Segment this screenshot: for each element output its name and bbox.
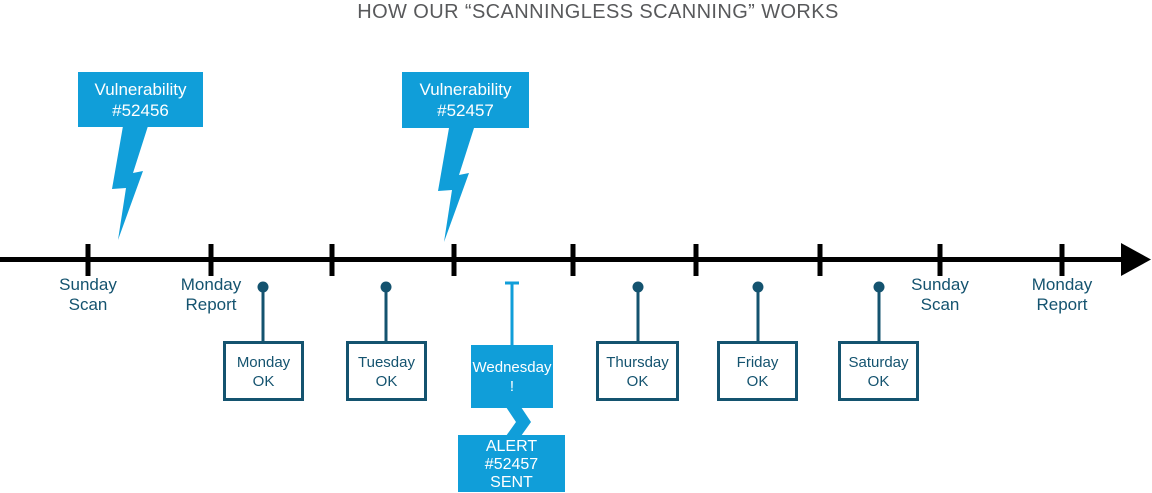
tick-mark <box>693 244 699 276</box>
day-status: OK <box>375 373 398 390</box>
tick-mark <box>570 244 576 276</box>
tick-mark <box>85 244 91 276</box>
alert-sent-box: ALERT #52457 SENT <box>458 435 565 492</box>
day-box-monday: Monday OK <box>223 341 304 401</box>
label-line: Scan <box>68 295 108 314</box>
tick-mark <box>817 244 823 276</box>
day-name: Tuesday <box>358 354 415 371</box>
day-box-tuesday: Tuesday OK <box>346 341 427 401</box>
vulnerability-callout-52456: Vulnerability #52456 <box>78 72 203 127</box>
tick-mark <box>451 244 457 276</box>
day-status: OK <box>252 373 275 390</box>
flag-pole-icon <box>505 281 519 345</box>
dot-icon <box>632 281 644 293</box>
day-name: Friday <box>736 354 779 371</box>
label-line: Sunday <box>59 275 117 294</box>
day-name: Monday <box>236 354 291 371</box>
label-line: Monday <box>180 275 242 294</box>
label-line: Sunday <box>911 275 969 294</box>
tick-mark <box>1059 244 1065 276</box>
vulnerability-id: #52456 <box>112 101 169 120</box>
label-line: Scan <box>920 295 960 314</box>
chevron-connector <box>506 407 531 436</box>
vulnerability-id: #52457 <box>437 101 494 120</box>
day-box-thursday: Thursday OK <box>596 341 679 401</box>
day-name: Thursday <box>606 354 669 371</box>
diagram-title: HOW OUR “SCANNINGLESS SCANNING” WORKS <box>357 1 839 23</box>
day-status: OK <box>626 373 649 390</box>
timeline-label-monday-report-2: Monday Report <box>1002 275 1122 315</box>
day-box-wednesday-alert: Wednesday ! <box>471 345 553 408</box>
dot-icon <box>380 281 392 293</box>
timeline-axis <box>0 257 1126 262</box>
arrow-right-icon <box>1121 243 1151 276</box>
dot-icon <box>257 281 269 293</box>
dot-icon <box>752 281 764 293</box>
vulnerability-label: Vulnerability <box>419 80 512 99</box>
lightning-bolt-icon <box>438 128 474 242</box>
day-box-saturday: Saturday OK <box>838 341 919 401</box>
alert-line: ALERT <box>485 438 538 455</box>
timeline-label-sunday-scan-2: Sunday Scan <box>880 275 1000 315</box>
timeline-label-monday-report-1: Monday Report <box>151 275 271 315</box>
label-line: Monday <box>1031 275 1093 294</box>
tick-mark <box>937 244 943 276</box>
tick-mark <box>208 244 214 276</box>
vulnerability-callout-52457: Vulnerability #52457 <box>402 72 529 128</box>
day-marker-stems <box>257 281 885 341</box>
tick-mark <box>329 244 335 276</box>
day-status: OK <box>746 373 769 390</box>
day-name: Saturday <box>848 354 909 371</box>
alert-id: #52457 <box>484 456 539 473</box>
day-box-friday: Friday OK <box>717 341 798 401</box>
day-status: OK <box>867 373 890 390</box>
timeline-ticks <box>85 244 1065 276</box>
lightning-bolt-icon <box>112 126 148 240</box>
timeline-label-sunday-scan-1: Sunday Scan <box>28 275 148 315</box>
day-name: Wednesday <box>472 359 552 376</box>
label-line: Report <box>1036 295 1088 314</box>
dot-icon <box>873 281 885 293</box>
label-line: Report <box>185 295 237 314</box>
vulnerability-label: Vulnerability <box>94 80 187 99</box>
alert-line: SENT <box>490 474 533 491</box>
day-status: ! <box>509 378 515 395</box>
